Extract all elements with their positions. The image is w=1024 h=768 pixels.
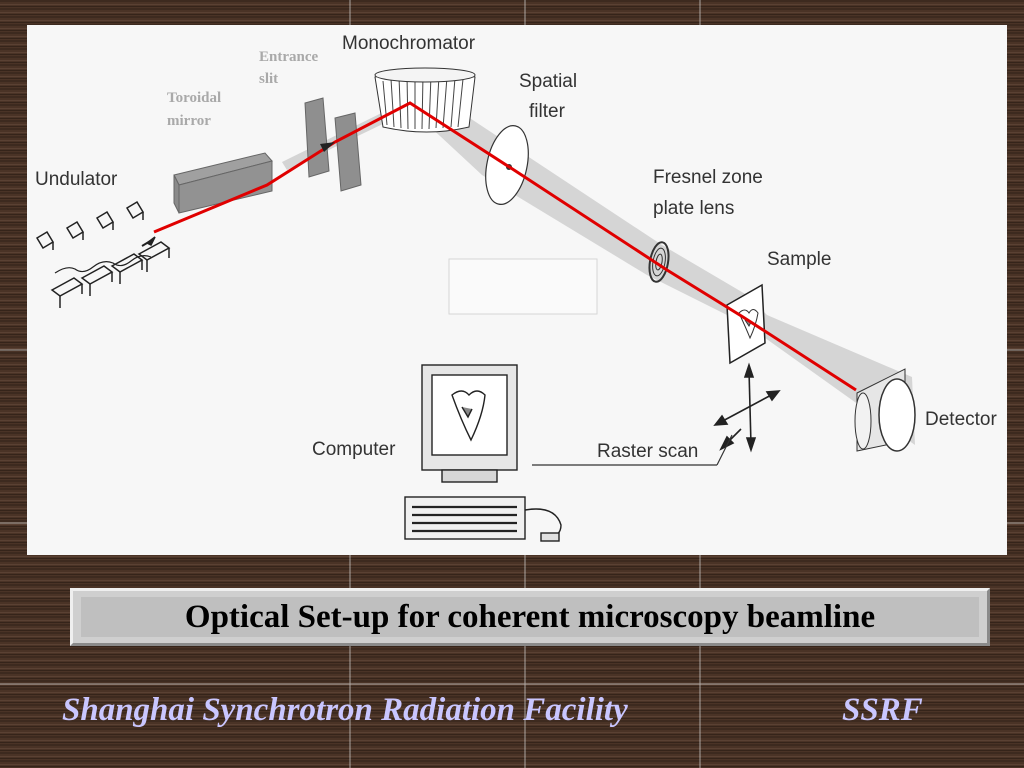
label-toroidal-mirror-line1: Toroidal [167, 90, 221, 106]
footer-abbreviation: SSRF [842, 692, 923, 728]
caption-box: Optical Set-up for coherent microscopy b… [70, 588, 990, 646]
x-ray-beam [153, 101, 857, 392]
label-detector: Detector [925, 409, 997, 430]
label-sample: Sample [767, 249, 831, 270]
blank-placeholder-box [448, 258, 598, 315]
label-spatial-filter-line2: filter [529, 101, 566, 122]
caption-text: Optical Set-up for coherent microscopy b… [184, 598, 876, 635]
entrance-slit-icon [304, 97, 362, 192]
footer: Shanghai Synchrotron Radiation Facility … [62, 692, 962, 736]
label-fresnel-line2: plate lens [653, 198, 734, 219]
label-entrance-slit-line2: slit [259, 71, 278, 87]
raster-scan-line-angled [716, 434, 733, 466]
beamline-diagram: Undulator Toroidal mirror Entrance slit … [35, 33, 997, 542]
monochromator-icon [374, 67, 476, 133]
undulator-icon [35, 200, 171, 308]
label-raster-scan: Raster scan [597, 441, 698, 462]
caption-inner: Optical Set-up for coherent microscopy b… [81, 597, 979, 637]
label-fresnel-line1: Fresnel zone [653, 167, 763, 188]
raster-scan-arrows-icon [713, 362, 781, 453]
toroidal-mirror-icon [173, 152, 273, 214]
label-entrance-slit-line1: Entrance [259, 49, 319, 65]
detector-icon [854, 368, 916, 452]
label-undulator: Undulator [35, 169, 118, 190]
diagram-panel: Undulator Toroidal mirror Entrance slit … [27, 25, 1007, 555]
label-monochromator: Monochromator [342, 33, 476, 54]
computer-icon [404, 364, 562, 542]
label-toroidal-mirror-line2: mirror [167, 113, 211, 129]
label-spatial-filter-line1: Spatial [519, 71, 577, 92]
footer-organization: Shanghai Synchrotron Radiation Facility [62, 692, 628, 728]
label-computer: Computer [312, 439, 396, 460]
beam-arrow-head [320, 142, 335, 152]
